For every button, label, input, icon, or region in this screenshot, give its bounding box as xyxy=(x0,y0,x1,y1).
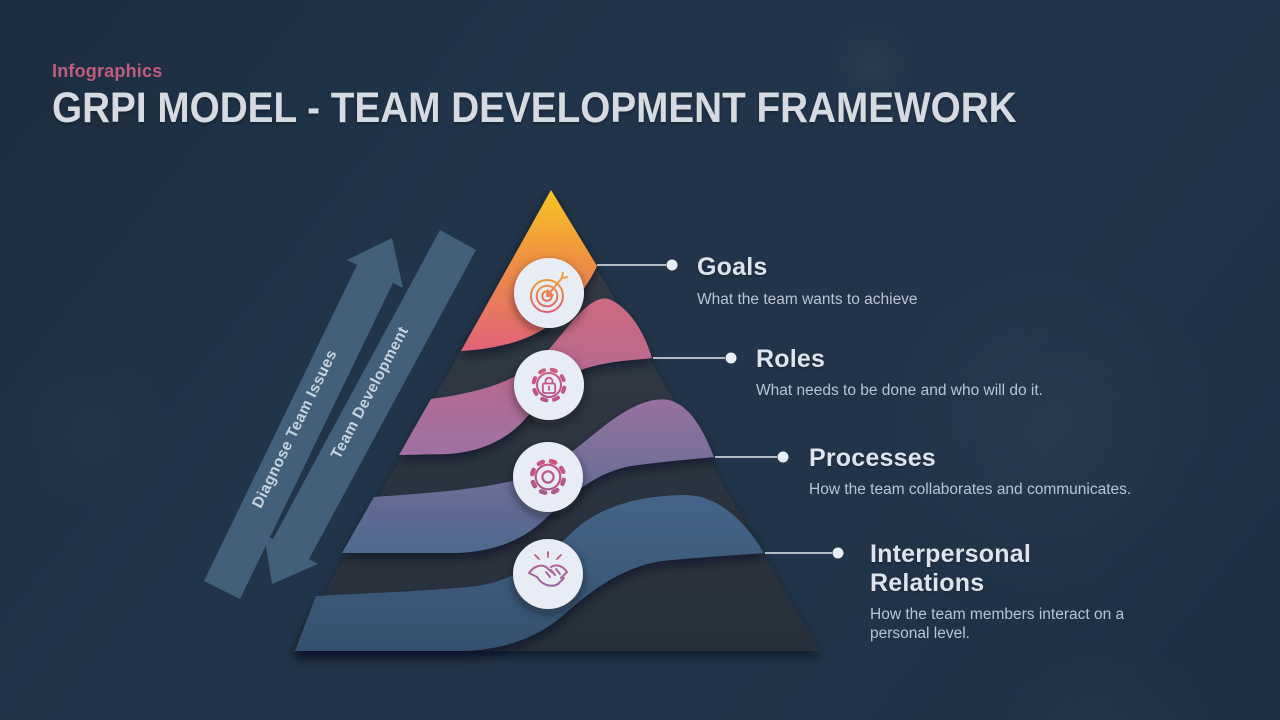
up-arrow-shape xyxy=(204,238,403,599)
target-icon xyxy=(530,271,569,313)
handshake-icon xyxy=(528,551,568,587)
level-roles-title: Roles xyxy=(756,345,826,373)
processes-icon-circle xyxy=(513,442,583,512)
page-title: GRPI MODEL - TEAM DEVELOPMENT FRAMEWORK xyxy=(52,84,1017,132)
eyebrow-label: Infographics xyxy=(52,61,163,81)
level-processes: Processes How the team collaborates and … xyxy=(809,444,1131,499)
level-interpersonal-title: Interpersonal Relations xyxy=(870,540,1031,597)
icon-medallions xyxy=(513,258,584,609)
level-goals-title: Goals xyxy=(697,253,768,281)
gear-icon xyxy=(529,458,567,496)
interpersonal-connector-dot xyxy=(832,547,844,559)
level-goals: Goals What the team wants to achieve xyxy=(697,253,918,309)
level-interpersonal-relations: Interpersonal Relations How the team mem… xyxy=(870,540,1140,643)
connectors xyxy=(597,259,844,559)
level-goals-description: What the team wants to achieve xyxy=(697,291,918,308)
lock-gear-icon xyxy=(531,367,567,403)
band-processes xyxy=(342,399,714,553)
level-processes-description: How the team collaborates and communicat… xyxy=(809,481,1132,498)
level-interpersonal-description: How the team members interact on a perso… xyxy=(870,606,1125,642)
level-roles: Roles What needs to be done and who will… xyxy=(756,345,1043,400)
roles-icon-circle xyxy=(514,350,584,420)
processes-connector-dot xyxy=(777,451,789,463)
level-roles-description: What needs to be done and who will do it… xyxy=(756,382,1043,399)
goals-connector-dot xyxy=(666,259,678,271)
down-arrow-shape xyxy=(264,230,476,584)
roles-connector-dot xyxy=(725,352,737,364)
level-processes-title: Processes xyxy=(809,444,936,472)
